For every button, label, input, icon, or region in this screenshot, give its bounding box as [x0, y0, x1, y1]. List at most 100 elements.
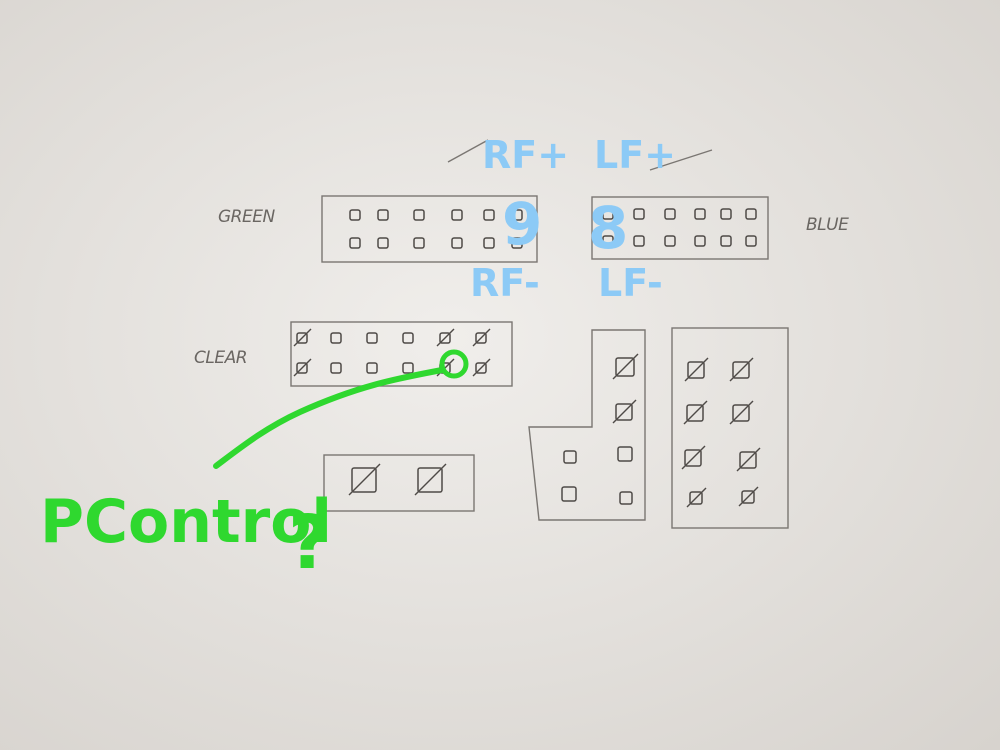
connector-pin: [296, 332, 308, 344]
connector-pin: [664, 208, 676, 220]
connector-pin-cross-mark: [686, 487, 707, 508]
connector-pin-cross-mark: [612, 399, 637, 424]
l-shaped-connector: [528, 329, 646, 521]
connector-pin: [741, 490, 755, 504]
connector-pin: [451, 237, 463, 249]
connector-pin: [475, 332, 487, 344]
connector-pin: [633, 208, 645, 220]
connector-pin-cross-mark: [414, 463, 447, 496]
connector-pin: [720, 235, 732, 247]
connector-pin: [349, 209, 361, 221]
connector-pin: [602, 208, 614, 220]
connector-pin: [483, 209, 495, 221]
pencil-tick-right: [649, 149, 713, 171]
lf-plus-label: LF+: [594, 133, 676, 177]
connector-pin-cross-mark: [681, 445, 706, 470]
connector-pin: [745, 235, 757, 247]
connector-pin: [366, 332, 378, 344]
connector-pin: [694, 208, 706, 220]
connector-pin-cross-mark: [293, 358, 312, 377]
connector-pin: [686, 404, 704, 422]
connector-pin: [402, 332, 414, 344]
connector-pin: [689, 491, 703, 505]
clear-connector: [290, 321, 513, 387]
connector-pin: [687, 361, 705, 379]
connector-pin: [739, 451, 757, 469]
green-connector-outline: [321, 195, 538, 263]
clear-connector-label: CLEAR: [194, 348, 247, 368]
connector-pin: [664, 235, 676, 247]
connector-pin: [615, 403, 633, 421]
two-pin-connector-outline: [323, 454, 475, 512]
lf-minus-label: LF-: [598, 261, 663, 305]
connector-pin: [511, 237, 523, 249]
connector-pin: [330, 332, 342, 344]
blue-connector: [591, 196, 769, 260]
connector-pin: [483, 237, 495, 249]
connector-pin: [684, 449, 702, 467]
connector-pin: [615, 357, 635, 377]
pin-8-label: 8: [588, 194, 628, 262]
blue-connector-pins: [602, 208, 757, 247]
connector-pin-cross-mark: [736, 447, 761, 472]
two-pin-connector: [323, 454, 475, 512]
connector-pin: [377, 209, 389, 221]
pcontrol-label: PControl: [40, 487, 332, 557]
green-connector: [321, 195, 538, 263]
connector-pin: [732, 404, 750, 422]
connector-pin: [366, 362, 378, 374]
connector-pin: [602, 235, 614, 247]
blue-connector-outline: [591, 196, 769, 260]
connector-pin: [563, 450, 577, 464]
connector-pin-cross-mark: [729, 357, 754, 382]
connector-pin: [413, 237, 425, 249]
pencil-tick-left: [447, 139, 489, 163]
connector-pin: [351, 467, 377, 493]
connector-pin: [720, 208, 732, 220]
connector-pin-cross-mark: [729, 400, 754, 425]
connector-pin-cross-mark: [293, 328, 312, 347]
green-connector-pins: [349, 209, 523, 249]
clear-connector-outline: [290, 321, 513, 387]
connector-pin: [402, 362, 414, 374]
pcontrol-pointer-line: [213, 367, 445, 469]
connector-pin: [417, 467, 443, 493]
connector-pin: [439, 332, 451, 344]
rf-plus-label: RF+: [482, 133, 569, 177]
connector-pin-cross-mark: [683, 400, 708, 425]
tall-connector: [671, 327, 789, 529]
clear-connector-pins: [293, 328, 491, 377]
connector-pin: [619, 491, 633, 505]
connector-pin-cross-mark: [436, 328, 455, 347]
connector-pin-cross-mark: [738, 486, 759, 507]
connector-pin-cross-mark: [472, 328, 491, 347]
connector-pin: [349, 237, 361, 249]
connector-pin: [330, 362, 342, 374]
connector-pin-cross-mark: [472, 358, 491, 377]
connector-pin: [511, 209, 523, 221]
rf-minus-label: RF-: [470, 261, 540, 305]
connector-pin: [451, 209, 463, 221]
connector-pin-cross-mark: [348, 463, 381, 496]
connector-pin: [377, 237, 389, 249]
pin-9-label: 9: [502, 190, 542, 258]
connector-pin: [617, 446, 633, 462]
connector-pin-cross-mark: [612, 353, 639, 380]
l-shaped-connector-outline: [528, 329, 646, 521]
tall-connector-outline: [671, 327, 789, 529]
connector-pin: [561, 486, 577, 502]
connector-pin: [732, 361, 750, 379]
l-shaped-connector-pins: [561, 353, 639, 505]
connector-pin: [413, 209, 425, 221]
pcontrol-pin-circle: [439, 349, 469, 379]
connector-pin: [475, 362, 487, 374]
blue-connector-label: BLUE: [806, 215, 849, 235]
connector-pin: [694, 235, 706, 247]
connector-pin: [633, 235, 645, 247]
tall-connector-pins: [681, 357, 761, 508]
connector-pin: [745, 208, 757, 220]
question-mark: ?: [288, 500, 331, 586]
connector-pin: [296, 362, 308, 374]
